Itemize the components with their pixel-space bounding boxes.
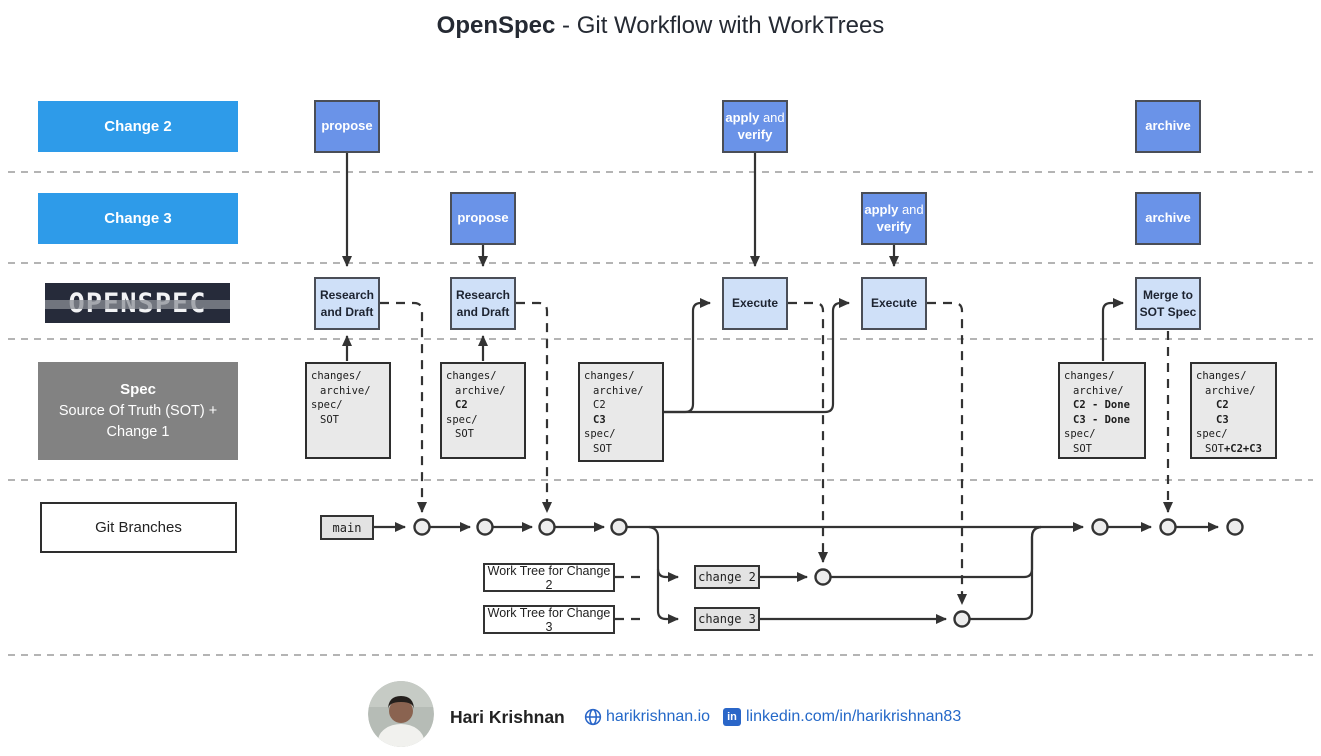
- spec-state-box-3: changes/ archive/ C2 C3 spec/ SOT: [578, 362, 664, 462]
- dashed-connector: [380, 301, 1173, 621]
- lane-spec-label: Spec Source Of Truth (SOT) + Change 1: [38, 362, 238, 460]
- apply-label: apply: [725, 109, 760, 125]
- lane-change3-label: Change 3: [38, 193, 238, 244]
- worktree-change3-box: Work Tree for Change 3: [483, 605, 615, 634]
- archive-box-change3: archive: [1135, 192, 1201, 245]
- branch-change2-label: change 2: [694, 565, 760, 589]
- lane-separator: [8, 171, 1313, 656]
- apply-label: apply: [864, 201, 899, 217]
- lane-change2-label: Change 2: [38, 101, 238, 152]
- research-draft-box-1: Research and Draft: [314, 277, 380, 330]
- lane-git-branches-label: Git Branches: [40, 502, 237, 553]
- merge-sot-box: Merge to SOT Spec: [1135, 277, 1201, 330]
- spec-state-box-5: changes/ archive/ C2 C3 spec/ SOT+C2+C3: [1190, 362, 1277, 459]
- avatar: [368, 681, 434, 747]
- apply-verify-box-change3: apply and verify: [861, 192, 927, 245]
- page-title: OpenSpec - Git Workflow with WorkTrees: [0, 12, 1321, 40]
- main-branch-label: main: [320, 515, 374, 540]
- commit-node: [413, 518, 1244, 628]
- solid-connector: [342, 153, 1219, 624]
- propose-box-change2: propose: [314, 100, 380, 153]
- execute-box-2: Execute: [861, 277, 927, 330]
- spec-state-box-2: changes/ archive/ C2 spec/ SOT: [440, 362, 526, 459]
- spec-state-box-1: changes/ archive/ spec/ SOT: [305, 362, 391, 459]
- verify-label: verify: [876, 218, 912, 234]
- linkedin-icon[interactable]: in: [723, 708, 741, 726]
- linkedin-link[interactable]: linkedin.com/in/harikrishnan83: [746, 708, 962, 725]
- title-rest: - Git Workflow with WorkTrees: [555, 12, 885, 39]
- spec-title: Spec: [120, 381, 156, 399]
- branch-change3-label: change 3: [694, 607, 760, 631]
- logo-stripe: [45, 300, 230, 309]
- website-link[interactable]: harikrishnan.io: [606, 708, 711, 725]
- research-draft-box-2: Research and Draft: [450, 277, 516, 330]
- execute-box-1: Execute: [722, 277, 788, 330]
- spec-state-box-4: changes/ archive/ C2 - Done C3 - Done sp…: [1058, 362, 1146, 459]
- spec-line2: Source Of Truth (SOT) +: [58, 402, 218, 419]
- propose-box-change3: propose: [450, 192, 516, 245]
- archive-box-change2: archive: [1135, 100, 1201, 153]
- title-brand: OpenSpec: [436, 12, 556, 39]
- and-label: and: [762, 109, 785, 125]
- worktree-change2-box: Work Tree for Change 2: [483, 563, 615, 592]
- verify-label: verify: [737, 126, 773, 142]
- globe-icon: [584, 708, 602, 731]
- apply-verify-box-change2: apply and verify: [722, 100, 788, 153]
- openspec-logo: OPENSPEC: [45, 283, 230, 323]
- author-name: Hari Krishnan: [450, 707, 565, 727]
- spec-line3: Change 1: [106, 423, 170, 440]
- and-label: and: [901, 201, 924, 217]
